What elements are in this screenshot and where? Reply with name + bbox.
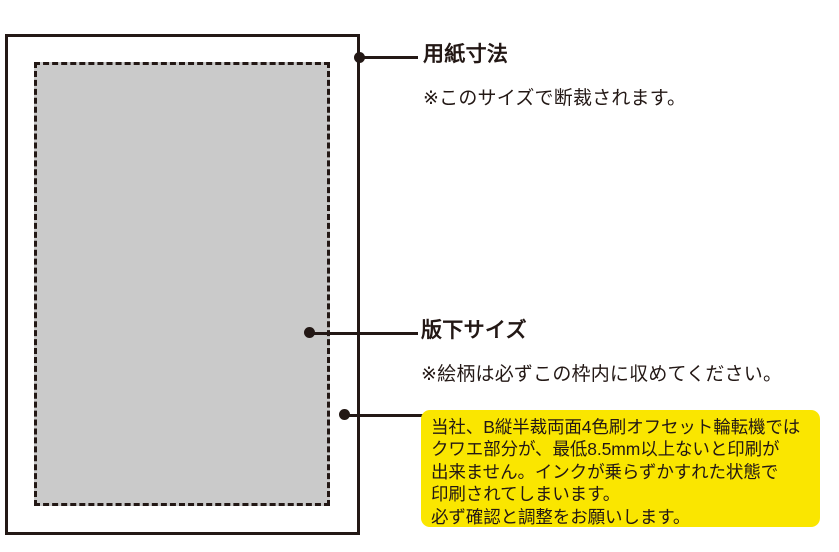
callout-plate-size-title: 版下サイズ [421, 319, 527, 342]
leader-dot-plate-size [304, 327, 315, 338]
callout-plate-size: 版下サイズ ※絵柄は必ずこの枠内に収めてください。 [421, 320, 782, 384]
warning-line: 印刷されてしまいます。 [431, 484, 621, 505]
warning-line: クワエ部分が、最低8.5mm以上ないと印刷が [431, 439, 780, 460]
callout-paper-size-note: ※このサイズで断裁されます。 [423, 88, 687, 109]
callout-paper-size-title: 用紙寸法 [423, 43, 509, 66]
leader-line-plate-size [310, 332, 418, 335]
callout-paper-size: 用紙寸法 ※このサイズで断裁されます。 [423, 44, 686, 108]
warning-callout-box: 当社、B縦半裁両面4色刷オフセット輪転機では クワエ部分が、最低8.5mm以上な… [421, 410, 820, 527]
warning-line: 出来ません。インクが乗らずかすれた状態で [431, 461, 779, 482]
warning-line: 必ず確認と調整をお願いします。 [431, 506, 691, 527]
callout-plate-size-note: ※絵柄は必ずこの枠内に収めてください。 [421, 364, 783, 385]
plate-size-rectangle [34, 62, 330, 506]
warning-line: 当社、B縦半裁両面4色刷オフセット輪転機では [431, 417, 801, 437]
leader-dot-warning [339, 409, 350, 420]
leader-dot-paper-size [354, 52, 365, 63]
leader-line-warning [345, 414, 425, 417]
leader-line-paper-size [363, 56, 418, 59]
